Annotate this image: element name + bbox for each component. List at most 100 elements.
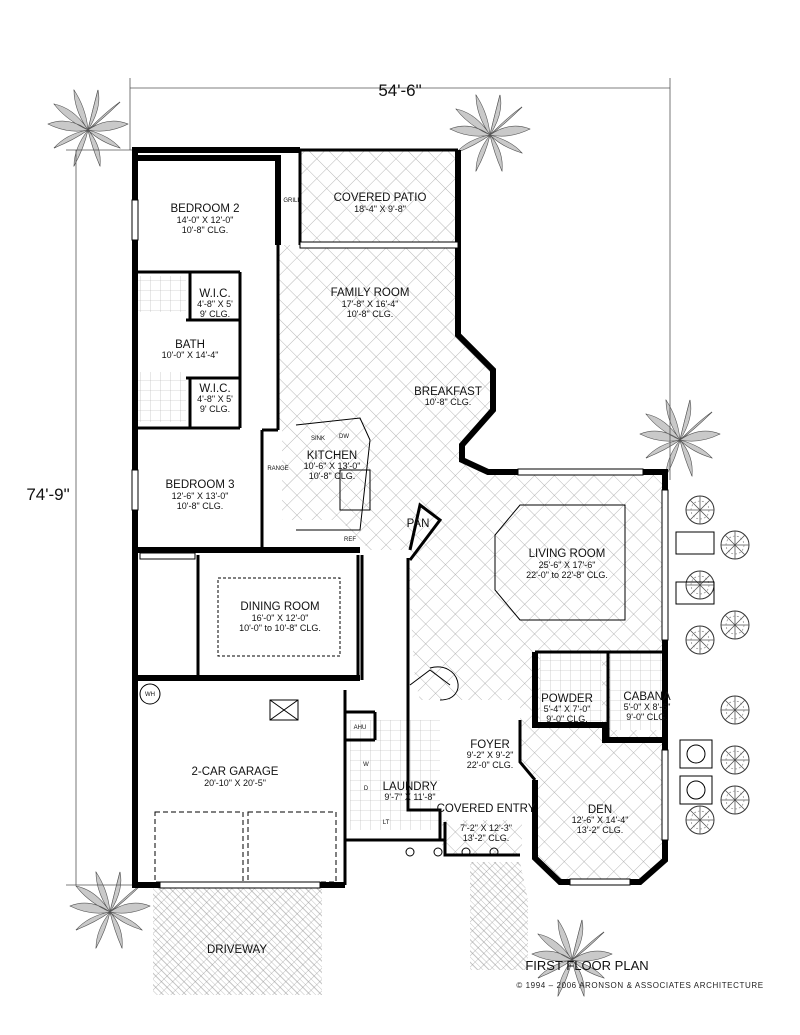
living-room-label: LIVING ROOM 25'-6" X 17'-6" 22'-0" to 22… — [526, 548, 608, 580]
svg-text:12'-6" X 13'-0": 12'-6" X 13'-0" — [172, 491, 229, 501]
bedroom2-label: BEDROOM 2 14'-0" X 12'-0" 10'-8" CLG. — [170, 203, 239, 235]
svg-text:10'-0" X 14'-4": 10'-0" X 14'-4" — [162, 350, 219, 360]
svg-text:KITCHEN: KITCHEN — [307, 450, 357, 462]
garage-door-right — [247, 811, 337, 883]
svg-text:W.I.C.: W.I.C. — [199, 288, 230, 300]
svg-text:BATH: BATH — [175, 339, 205, 351]
svg-text:4'-8" X 5': 4'-8" X 5' — [197, 394, 233, 404]
kitchen-island — [339, 469, 371, 511]
washer-label: W — [363, 762, 369, 768]
ahu-label: AHU — [354, 725, 367, 731]
svg-text:22'-0" CLG.: 22'-0" CLG. — [467, 760, 513, 770]
svg-text:BEDROOM 3: BEDROOM 3 — [165, 479, 234, 491]
width-dimension: 54'-6" — [129, 78, 671, 480]
room-labels: BEDROOM 2 14'-0" X 12'-0" 10'-8" CLG. CO… — [162, 192, 671, 956]
wh-label: WH — [145, 692, 155, 698]
covered-entry-label: COVERED ENTRY 7'-2" X 12'-3" 13'-2" CLG. — [437, 803, 536, 843]
bedroom3-label: BEDROOM 3 12'-6" X 13'-0" 10'-8" CLG. — [165, 479, 234, 511]
svg-text:9' CLG.: 9' CLG. — [200, 309, 230, 319]
svg-text:13'-2" CLG.: 13'-2" CLG. — [463, 833, 509, 843]
svg-text:12'-6" X 14'-4": 12'-6" X 14'-4" — [572, 815, 629, 825]
wic1-label: W.I.C. 4'-8" X 5' 9' CLG. — [197, 288, 233, 319]
dw-label: DW — [339, 434, 349, 440]
dining-room-label: DINING ROOM 16'-0" X 12'-0" 10'-0" to 10… — [239, 601, 321, 633]
range-label: RANGE — [267, 466, 288, 472]
svg-text:9'-0" CLG.: 9'-0" CLG. — [546, 714, 587, 724]
water-heater-icon — [139, 683, 161, 705]
laundry-tub-label: LT — [383, 820, 390, 826]
wic2-label: W.I.C. 4'-8" X 5' 9' CLG. — [197, 383, 233, 414]
svg-text:W.I.C.: W.I.C. — [199, 383, 230, 395]
svg-text:10'-8" CLG.: 10'-8" CLG. — [182, 225, 228, 235]
dining-ceiling-outline — [217, 577, 341, 657]
svg-text:LAUNDRY: LAUNDRY — [383, 781, 438, 793]
outdoor-shower-icon — [675, 531, 715, 805]
kitchen-counter — [295, 417, 371, 531]
svg-text:16'-0" X 12'-0": 16'-0" X 12'-0" — [252, 613, 309, 623]
breakfast-label: BREAKFAST 10'-8" CLG. — [414, 386, 482, 407]
stair-curve — [409, 669, 451, 686]
svg-text:17'-8" X 16'-4": 17'-8" X 16'-4" — [342, 299, 399, 309]
svg-text:POWDER: POWDER — [541, 693, 593, 705]
svg-text:20'-10" X 20'-5": 20'-10" X 20'-5" — [204, 778, 266, 788]
sink-label: SINK — [311, 436, 325, 442]
svg-text:22'-0" to 22'-8" CLG.: 22'-0" to 22'-8" CLG. — [526, 570, 608, 580]
svg-text:COVERED PATIO: COVERED PATIO — [334, 192, 427, 204]
driveway-label: DRIVEWAY — [207, 944, 267, 956]
svg-text:9' CLG.: 9' CLG. — [200, 404, 230, 414]
svg-text:10'-8" CLG.: 10'-8" CLG. — [177, 501, 223, 511]
depth-dimension: 74'-9" — [26, 149, 135, 886]
fixture-labels: GRILL SINK DW RANGE REF WH AHU W D LT — [145, 198, 390, 826]
svg-text:10'-0" to 10'-8" CLG.: 10'-0" to 10'-8" CLG. — [239, 623, 321, 633]
svg-text:13'-2" CLG.: 13'-2" CLG. — [577, 825, 623, 835]
living-ceiling-outline — [494, 504, 626, 621]
svg-text:DRIVEWAY: DRIVEWAY — [207, 944, 267, 956]
svg-text:10'-8" CLG.: 10'-8" CLG. — [347, 309, 393, 319]
laundry-label: LAUNDRY 9'-7" X 11'-8" — [383, 781, 438, 802]
svg-text:PAN: PAN — [407, 518, 430, 530]
cabana-label: CABANA 5'-0" X 8'-6" 9'-0" CLG. — [623, 691, 671, 722]
svg-text:2-CAR GARAGE: 2-CAR GARAGE — [192, 766, 279, 778]
svg-text:FAMILY ROOM: FAMILY ROOM — [331, 287, 410, 299]
kitchen-label: KITCHEN 10'-6" X 13'-0" 10'-8" CLG. — [304, 450, 361, 481]
garage-label: 2-CAR GARAGE 20'-10" X 20'-5" — [192, 766, 279, 788]
svg-text:10'-8" CLG.: 10'-8" CLG. — [309, 471, 355, 481]
dryer-label: D — [364, 786, 369, 792]
interior-walls — [135, 155, 665, 885]
width-label: 54'-6" — [378, 81, 421, 100]
pantry-label: PAN — [407, 518, 430, 530]
svg-text:BREAKFAST: BREAKFAST — [414, 386, 482, 398]
svg-text:25'-6" X 17'-6": 25'-6" X 17'-6" — [539, 560, 596, 570]
plan-title: FIRST FLOOR PLAN — [525, 958, 648, 973]
column-icon — [405, 847, 499, 857]
svg-text:LIVING ROOM: LIVING ROOM — [529, 548, 606, 560]
covered-patio-label: COVERED PATIO 18'-4" X 9'-8" — [334, 192, 427, 214]
garage-door-left — [154, 811, 244, 883]
bath-label: BATH 10'-0" X 14'-4" — [162, 339, 219, 360]
svg-text:10'-8" CLG.: 10'-8" CLG. — [425, 397, 471, 407]
svg-text:CABANA: CABANA — [623, 691, 671, 703]
svg-text:14'-0" X 12'-0": 14'-0" X 12'-0" — [177, 215, 234, 225]
stair-landing — [429, 666, 459, 701]
svg-text:9'-0" CLG.: 9'-0" CLG. — [626, 712, 667, 722]
svg-text:BEDROOM 2: BEDROOM 2 — [170, 203, 239, 215]
svg-text:10'-6" X 13'-0": 10'-6" X 13'-0" — [304, 461, 361, 471]
depth-label: 74'-9" — [26, 485, 69, 504]
svg-text:4'-8" X 5': 4'-8" X 5' — [197, 299, 233, 309]
shrub-icon — [685, 495, 750, 835]
svg-text:9'-7" X 11'-8": 9'-7" X 11'-8" — [384, 792, 435, 802]
grill-label: GRILL — [283, 198, 301, 204]
windows — [131, 199, 669, 889]
svg-text:7'-2" X 12'-3": 7'-2" X 12'-3" — [460, 823, 512, 833]
foyer-label: FOYER 9'-2" X 9'-2" 22'-0" CLG. — [467, 739, 514, 770]
ref-label: REF — [344, 537, 356, 543]
svg-text:5'-0" X 8'-6": 5'-0" X 8'-6" — [624, 702, 671, 712]
svg-text:COVERED ENTRY: COVERED ENTRY — [437, 803, 536, 815]
svg-text:5'-4" X 7'-0": 5'-4" X 7'-0" — [544, 704, 591, 714]
garage-attic-icon — [269, 699, 299, 721]
family-room-label: FAMILY ROOM 17'-8" X 16'-4" 10'-8" CLG. — [331, 287, 410, 319]
svg-text:9'-2" X 9'-2": 9'-2" X 9'-2" — [467, 750, 514, 760]
den-label: DEN 12'-6" X 14'-4" 13'-2" CLG. — [572, 804, 629, 835]
svg-text:DEN: DEN — [588, 804, 612, 816]
